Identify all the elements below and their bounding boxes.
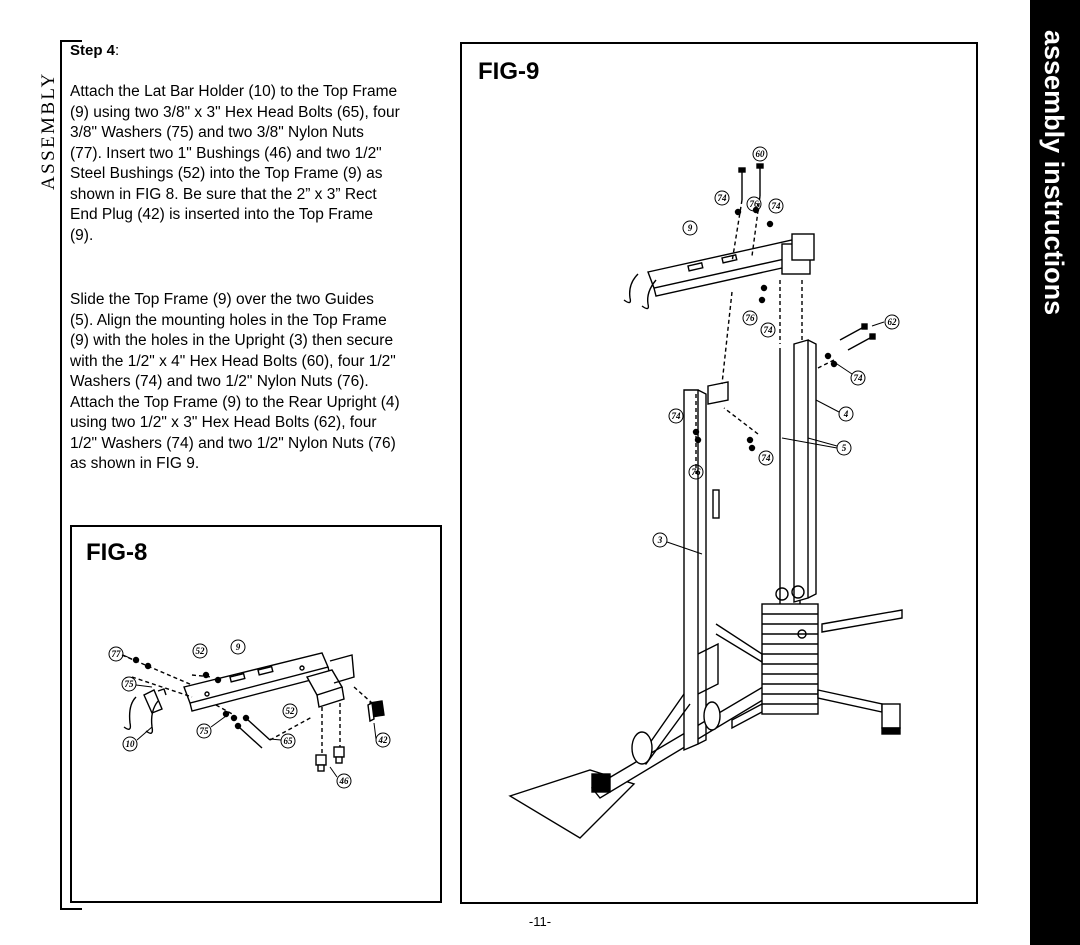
callout-52: 52 [196,646,206,656]
bolts-65 [234,714,271,749]
callout-74-c: 74 [764,325,774,335]
step-label: Step 4 [70,42,116,59]
bolts-60 [738,163,764,200]
page-number: -11- [528,914,552,929]
callout-10: 10 [126,739,136,749]
fig9-diagram: 60 74 76 74 9 76 74 62 74 74 4 74 5 76 3 [508,146,903,839]
callout-65: 65 [284,736,294,746]
callout-76-a: 76 [750,199,760,209]
margin-bracket [60,40,82,910]
fig9-callouts [652,146,900,555]
fig8-title: FIG-8 [86,539,148,566]
callout-74-a: 74 [718,193,728,203]
bolts-62 [839,323,876,351]
top-frame-9 [623,233,815,310]
callout-77: 77 [112,649,122,659]
callout-4: 4 [843,409,849,419]
callout-62: 62 [888,317,898,327]
bushings-46 [315,746,345,772]
step-heading: Step 4: [70,42,119,59]
rear-upright-4 [793,339,809,603]
top-frame-part [183,652,355,712]
assembly-guide-lines [121,654,373,755]
callout-60: 60 [756,149,766,159]
fig8-panel: FIG-8 [70,525,442,903]
callout-5: 5 [842,443,847,453]
callout-9: 9 [236,642,241,652]
callout-46: 46 [339,776,350,786]
callout-74-d: 74 [854,373,864,383]
fig8-diagram: 77 52 9 75 52 75 65 10 42 46 [108,639,391,789]
callout-3: 3 [657,535,663,545]
sidebar-title: assembly instructions [1039,30,1069,316]
callout-76-c: 76 [692,467,702,477]
callout-74-e: 74 [672,411,682,421]
weight-stack [761,585,819,715]
callout-9: 9 [688,223,693,233]
side-label: ASSEMBLY [38,71,59,190]
end-plug-42 [367,700,385,723]
callout-52-b: 52 [286,706,296,716]
callout-76-b: 76 [746,313,756,323]
fig9-guide-lines [695,195,835,474]
fig9-washers [692,206,838,452]
instruction-paragraph-1: Attach the Lat Bar Holder (10) to the To… [70,83,400,244]
instruction-paragraph-2: Slide the Top Frame (9) over the two Gui… [70,291,400,472]
lat-bar-holder-part [123,688,167,734]
callout-74-f: 74 [762,453,772,463]
callout-75: 75 [125,679,135,689]
step-suffix: : [115,42,120,59]
callout-42: 42 [378,735,389,745]
fig9-panel: FIG-9 [460,42,978,904]
fig8-callouts [108,639,391,789]
sidebar-tab: assembly instructions [1030,0,1080,945]
callout-74-b: 74 [772,201,782,211]
callout-75-b: 75 [200,726,210,736]
fig9-title: FIG-9 [478,58,540,85]
